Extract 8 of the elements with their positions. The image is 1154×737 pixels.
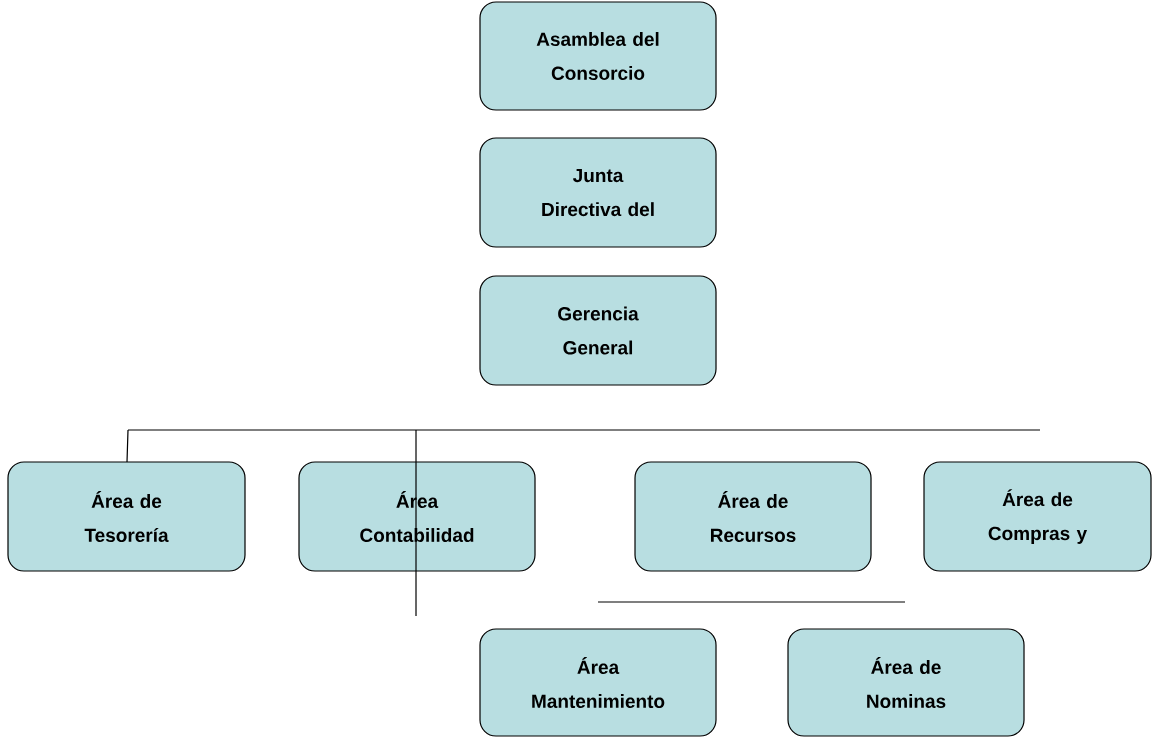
org-box: Área Mantenimiento	[479, 628, 717, 737]
org-box: Junta Directiva del	[479, 137, 717, 248]
org-box: Área de Nominas	[787, 628, 1025, 737]
org-box: Área de Tesorería	[7, 461, 246, 572]
org-box: Gerencia General	[479, 275, 717, 386]
org-box: Área de Compras y	[923, 461, 1152, 572]
org-box: Área de Recursos	[634, 461, 872, 572]
org-box: Asamblea del Consorcio	[479, 1, 717, 111]
